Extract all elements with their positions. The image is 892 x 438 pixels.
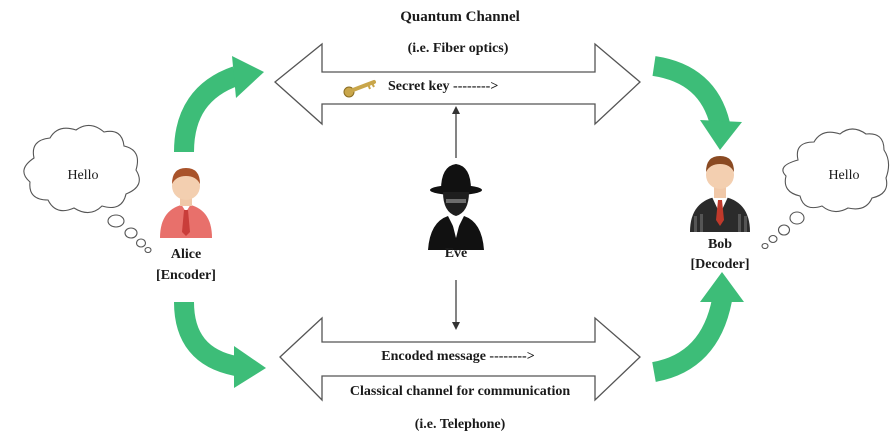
eve-spy-icon — [428, 164, 484, 250]
classical-channel-title: Classical channel for communication — [349, 384, 571, 399]
eve-up-arrow — [452, 106, 460, 158]
flow-arrow-quantum-to-bob — [652, 56, 742, 150]
quantum-channel-subtitle: (i.e. Fiber optics) — [407, 41, 509, 56]
flow-arrow-alice-to-classical — [174, 301, 266, 388]
flow-arrow-classical-to-bob — [651, 272, 744, 382]
bob-thought-text: Hello — [828, 168, 860, 183]
bob-avatar — [690, 156, 750, 232]
bob-thought-cloud — [761, 128, 890, 250]
alice-thought-text: Hello — [67, 168, 99, 183]
flow-arrow-alice-to-quantum — [174, 56, 264, 153]
key-icon — [343, 80, 376, 98]
classical-channel-subtitle: (i.e. Telephone) — [414, 417, 506, 432]
alice-thought-cloud — [23, 124, 152, 254]
alice-name: Alice — [170, 247, 202, 262]
eve-name: Eve — [444, 246, 468, 261]
classical-channel-arrow — [279, 316, 641, 402]
eve-down-arrow — [452, 280, 460, 330]
alice-avatar — [160, 168, 212, 238]
bob-name: Bob — [707, 237, 733, 252]
secret-key-label: Secret key --------> — [388, 79, 499, 94]
quantum-channel-arrow — [273, 42, 641, 126]
encoded-message-label: Encoded message --------> — [381, 349, 535, 364]
alice-role: [Encoder] — [156, 268, 216, 283]
bob-role: [Decoder] — [690, 257, 750, 272]
quantum-channel-title: Quantum Channel — [400, 9, 520, 25]
